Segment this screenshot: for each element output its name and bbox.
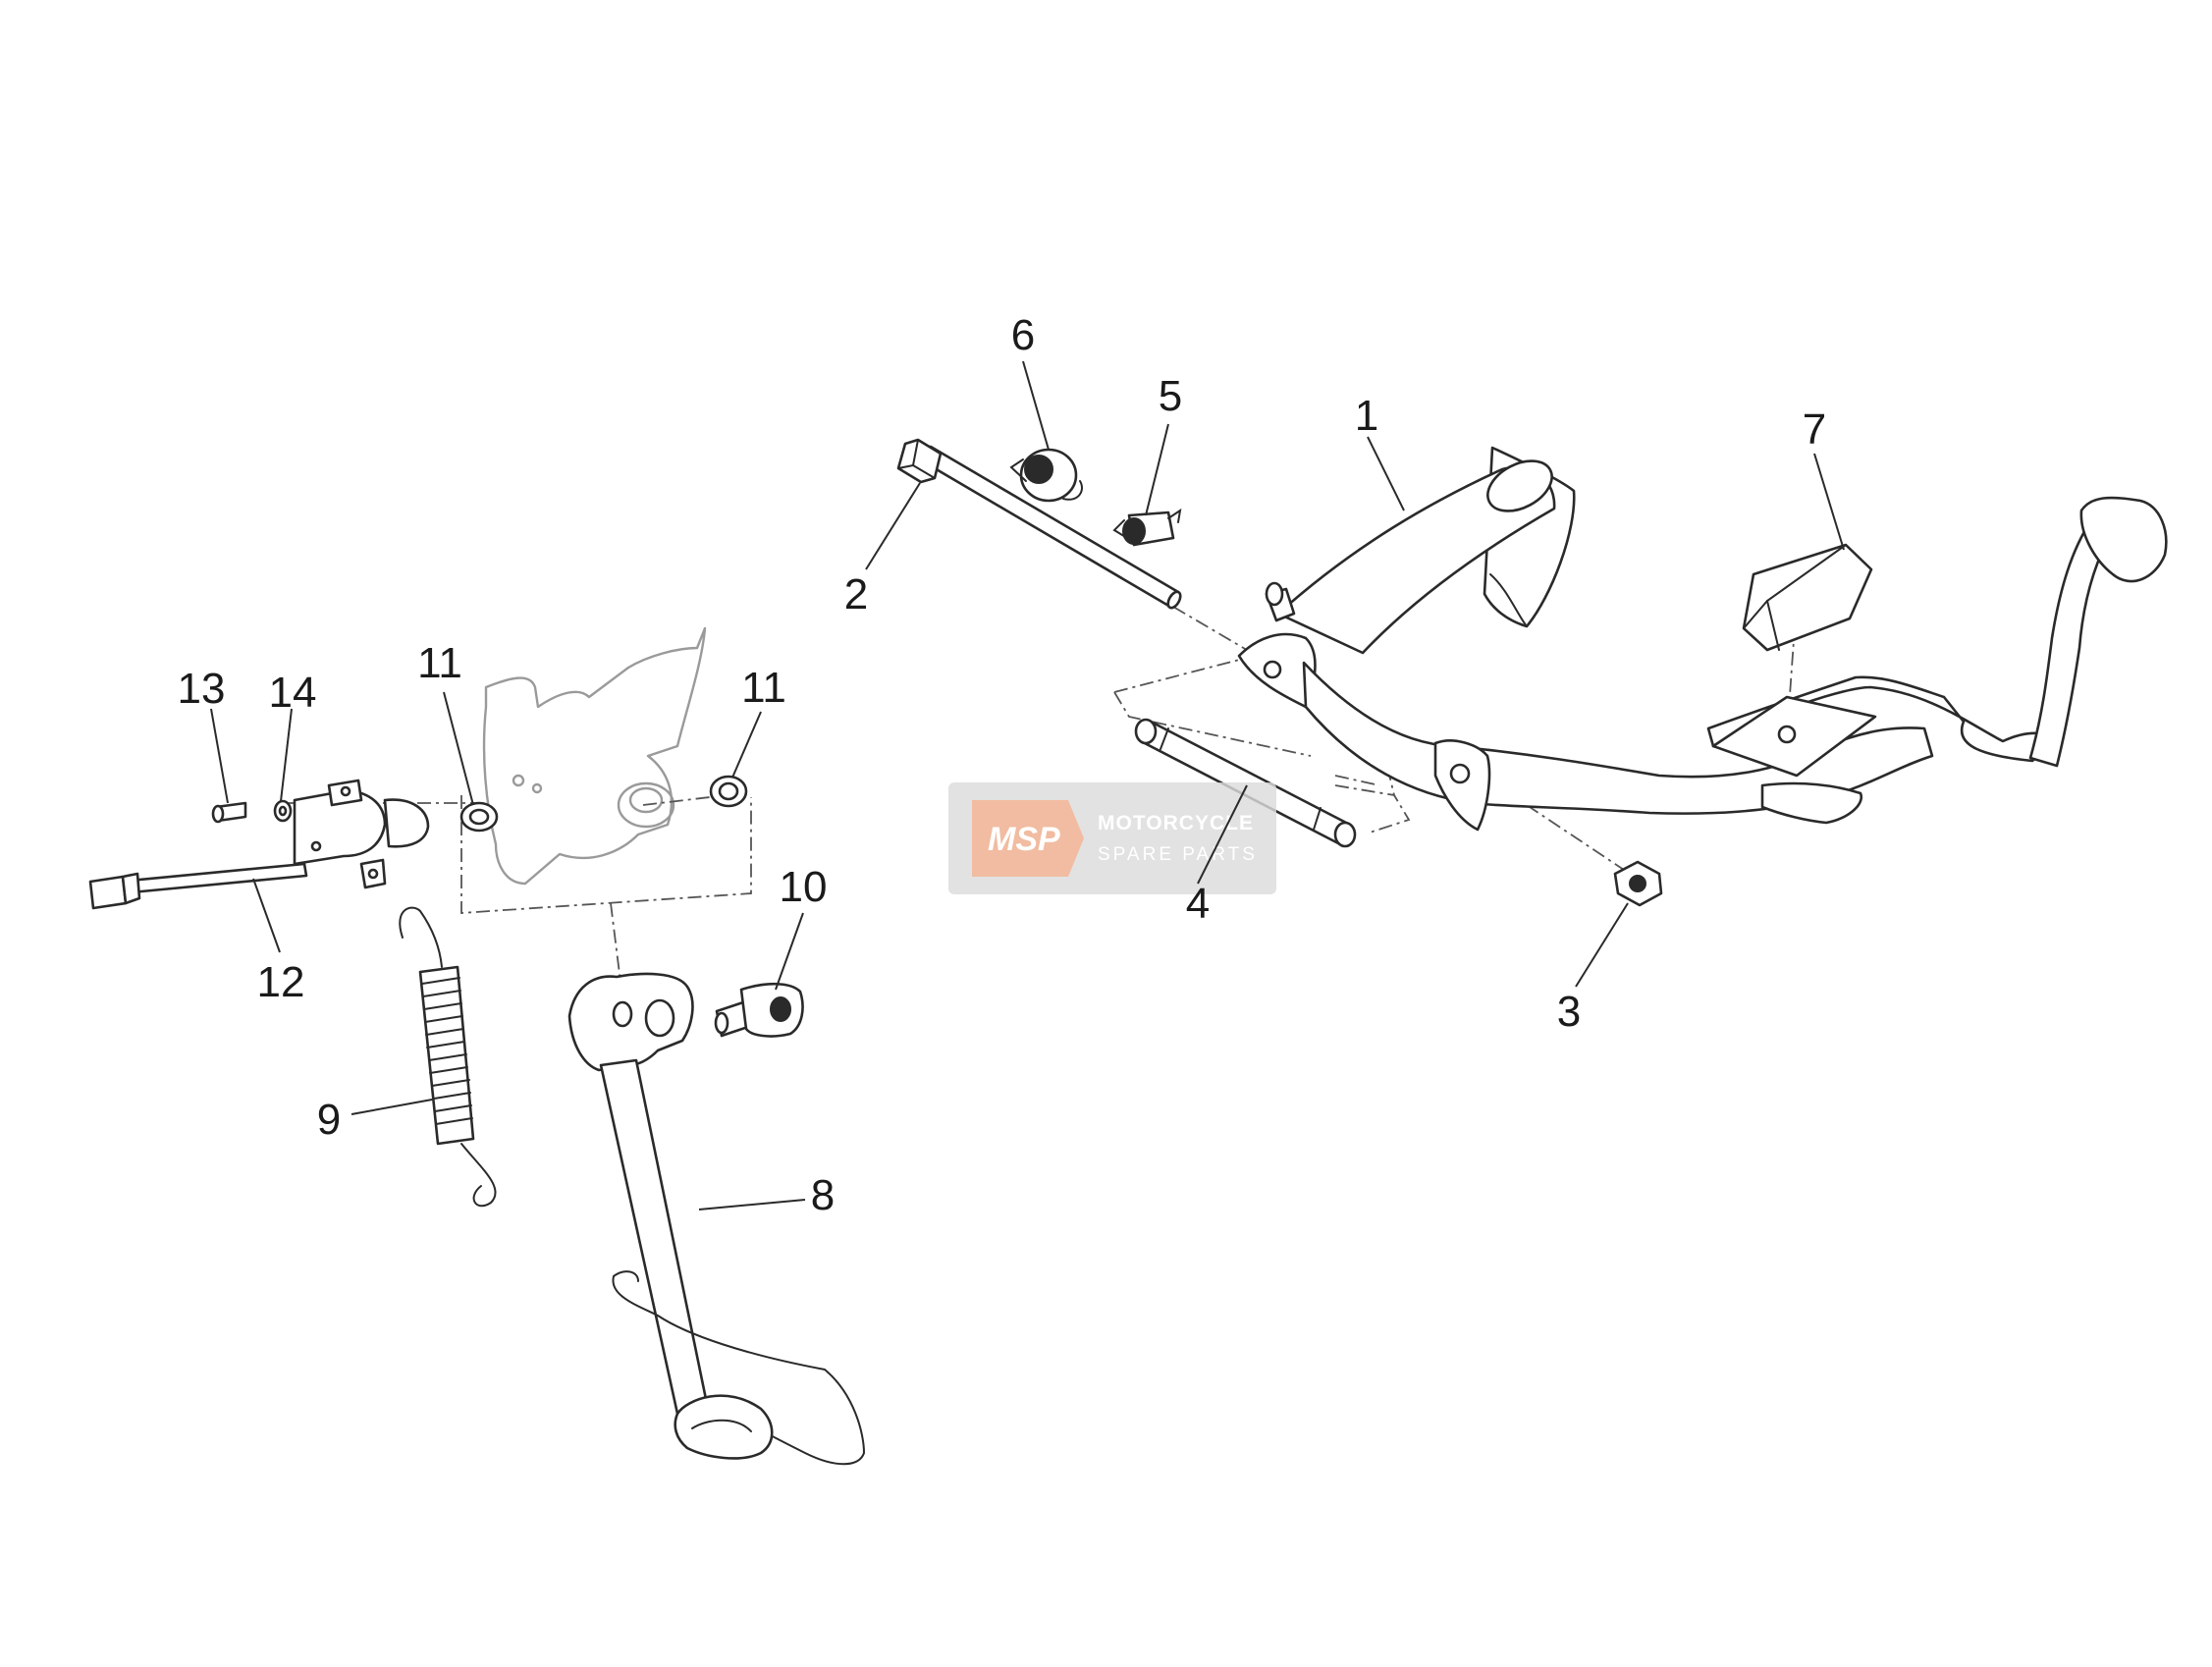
part-11-washer-right xyxy=(709,775,748,808)
part-12-side-stand-switch xyxy=(88,779,430,910)
part-7-rubber-buffer xyxy=(1742,543,1873,652)
callout-10: 10 xyxy=(780,863,828,911)
callout-5: 5 xyxy=(1159,372,1182,420)
callout-11-left: 11 xyxy=(417,639,462,687)
part-11-washer-left xyxy=(459,801,499,833)
watermark-subtitle: SPARE PARTS xyxy=(1098,844,1258,865)
callout-8: 8 xyxy=(811,1171,835,1219)
part-2-pivot-bolt xyxy=(896,438,1182,610)
watermark-logo: MSP xyxy=(988,821,1060,858)
leader-lines xyxy=(210,360,1845,1210)
part-1-main-stand xyxy=(1237,446,2168,832)
part-8-side-stand xyxy=(567,972,866,1466)
frame-bracket-ghost xyxy=(482,626,707,886)
callout-1: 1 xyxy=(1355,392,1378,440)
watermark: MSP MOTORCYCLE SPARE PARTS xyxy=(948,782,1276,894)
callout-2: 2 xyxy=(844,570,868,618)
callout-13: 13 xyxy=(178,665,226,713)
part-14-washer xyxy=(273,799,293,823)
callout-4: 4 xyxy=(1186,880,1210,928)
callout-labels: 1 2 3 4 5 6 7 8 9 10 11 11 12 13 14 xyxy=(178,311,1827,1219)
part-13-screw xyxy=(211,801,247,824)
part-9-spring xyxy=(399,906,497,1208)
callout-7: 7 xyxy=(1803,405,1826,454)
part-10-bolt xyxy=(714,982,804,1038)
part-6-spring xyxy=(1009,448,1083,503)
watermark-title: MOTORCYCLE xyxy=(1098,812,1254,834)
part-5-spring xyxy=(1112,508,1182,547)
callout-12: 12 xyxy=(257,958,305,1006)
callout-9: 9 xyxy=(317,1096,341,1144)
callout-6: 6 xyxy=(1011,311,1035,359)
part-3-nut xyxy=(1613,860,1663,907)
callout-3: 3 xyxy=(1557,988,1581,1036)
callout-14: 14 xyxy=(269,669,317,717)
callout-11-right: 11 xyxy=(741,664,786,712)
